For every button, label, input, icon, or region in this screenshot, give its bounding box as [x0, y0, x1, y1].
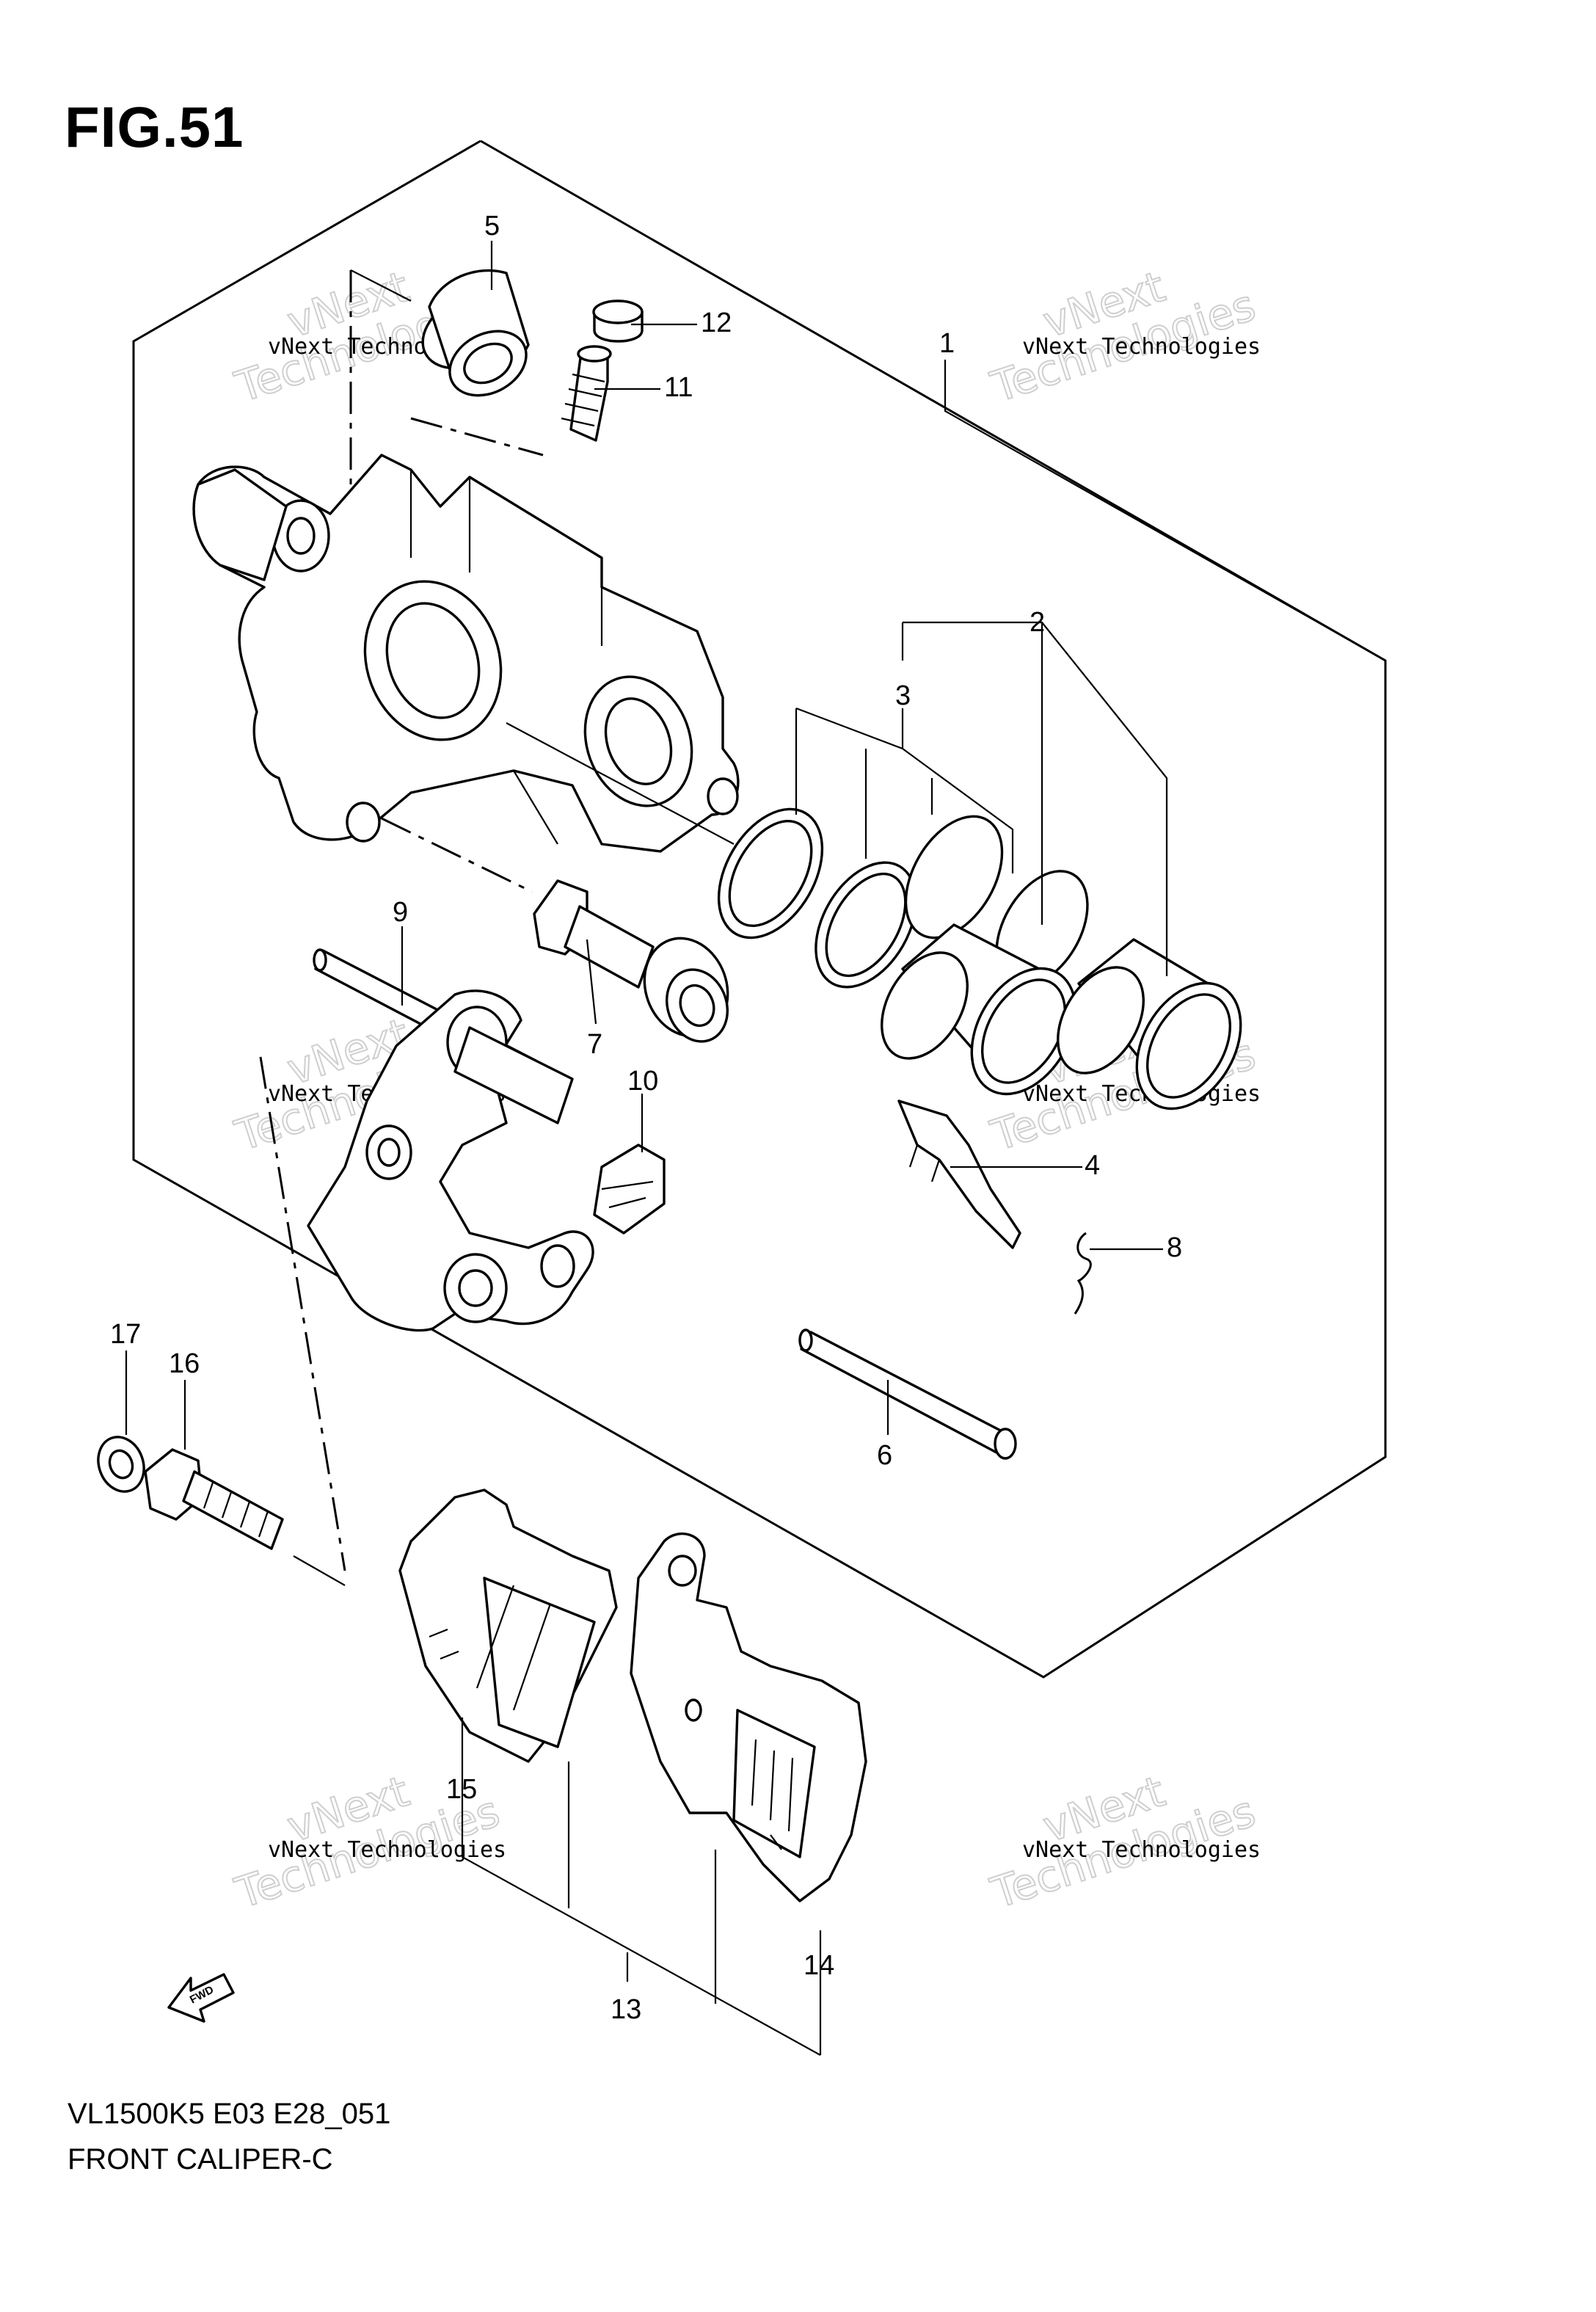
callout-11: 11	[664, 372, 693, 403]
part-5-boot	[421, 269, 530, 397]
callout-17: 17	[110, 1319, 141, 1350]
callout-3: 3	[895, 680, 911, 711]
figure-title: FIG.51	[65, 95, 244, 159]
part-17-washer	[97, 1436, 145, 1493]
watermark-text: vNext Technologies	[1022, 1837, 1261, 1863]
watermark-top-right: Technologies vNext vNext Technologies	[984, 261, 1261, 412]
diagram-name: FRONT CALIPER-C	[68, 2143, 333, 2175]
model-code: VL1500K5 E03 E28_051	[68, 2098, 391, 2130]
part-11-bleeder-valve	[561, 345, 612, 442]
callout-10: 10	[627, 1066, 658, 1097]
part-15-brake-pad	[398, 1488, 618, 1763]
callout-14: 14	[804, 1950, 834, 1981]
fwd-arrow-icon: FWD	[167, 1973, 235, 2023]
watermark-bottom-right: Technologies vNext vNext Technologies	[984, 1765, 1261, 1919]
callout-15: 15	[446, 1774, 477, 1805]
callout-6: 6	[877, 1440, 892, 1471]
part-3-seals	[717, 807, 1089, 989]
part-10-pad-spring	[593, 1144, 666, 1235]
part-6-pin	[798, 1328, 1017, 1460]
callout-leaders	[125, 241, 1386, 2056]
caliper-bracket	[307, 989, 594, 1332]
callout-16: 16	[169, 1348, 200, 1379]
callout-5: 5	[484, 211, 500, 241]
callout-7: 7	[587, 1029, 602, 1060]
part-16-bolt	[144, 1448, 284, 1550]
callout-13: 13	[611, 1994, 641, 2025]
caliper-body	[192, 454, 740, 853]
callout-12: 12	[701, 308, 732, 338]
part-4-shim	[897, 1099, 1021, 1249]
part-7-slide-pin	[533, 879, 729, 1043]
watermark-text: vNext Technologies	[268, 1837, 506, 1863]
callout-2: 2	[1030, 607, 1045, 638]
watermark-text: vNext Technologies	[1022, 334, 1261, 360]
part-8-clip	[1074, 1232, 1092, 1315]
callout-8: 8	[1167, 1232, 1182, 1263]
callout-1: 1	[939, 328, 955, 359]
callout-4: 4	[1085, 1150, 1100, 1181]
callout-9: 9	[393, 897, 408, 928]
part-12-bleeder-cap	[592, 299, 644, 343]
part-14-brake-pad	[630, 1533, 867, 1902]
part-2-pistons	[881, 923, 1242, 1110]
callout-labels: 1 2 3 4 5 6 7 8 9 10 11 12 13 14 15 16 1…	[110, 211, 1182, 2025]
